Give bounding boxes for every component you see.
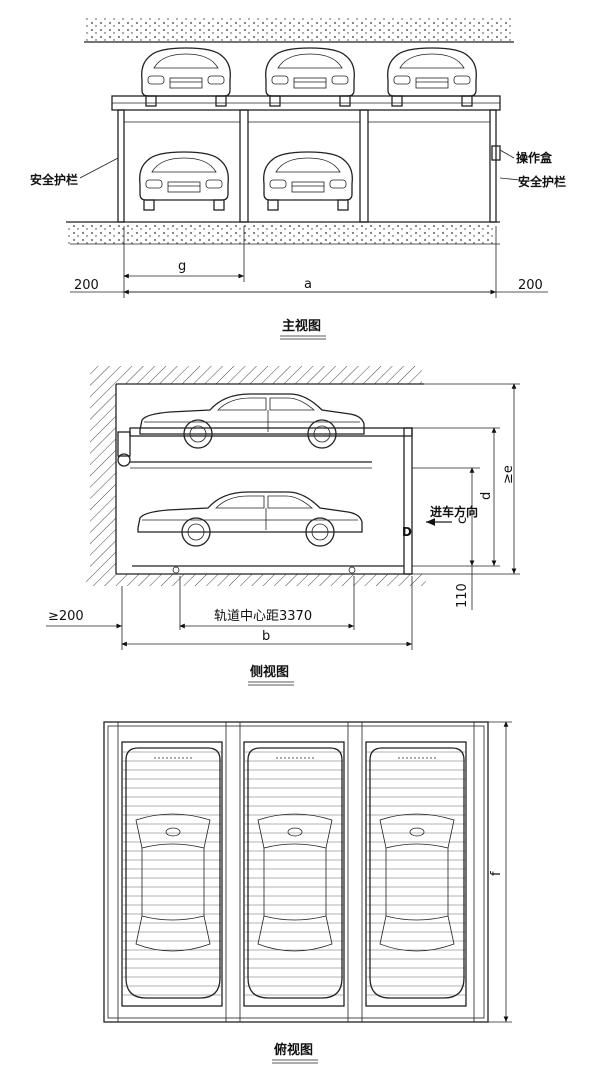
pallet-2 xyxy=(243,741,345,1007)
side-view-caption: 侧视图 xyxy=(250,664,289,680)
dim-min-left: ≥200 xyxy=(48,609,84,624)
ground-hatch xyxy=(66,222,496,244)
top-view xyxy=(103,721,512,1023)
lower-car-1 xyxy=(139,151,229,211)
dim-left-200: 200 xyxy=(74,278,99,293)
front-view-caption: 主视图 xyxy=(282,318,321,334)
top-car-3 xyxy=(369,747,465,999)
top-car-1 xyxy=(125,747,221,999)
dim-right-200: 200 xyxy=(518,278,543,293)
side-label-D: D xyxy=(402,525,412,539)
top-view-caption: 俯视图 xyxy=(274,1042,313,1058)
front-view xyxy=(66,18,548,298)
dim-d: d xyxy=(479,492,494,500)
side-upper-car xyxy=(139,393,365,449)
dim-f: f xyxy=(489,871,504,876)
dim-g: g xyxy=(178,259,186,274)
entry-direction-label: 进车方向 xyxy=(430,504,478,519)
control-box xyxy=(491,145,501,161)
dim-b: b xyxy=(262,629,270,644)
pallet-1 xyxy=(121,741,223,1007)
dim-e: ≥e xyxy=(501,465,516,484)
upper-car-1 xyxy=(141,47,231,107)
ceiling-hatch xyxy=(86,18,512,42)
upper-car-2 xyxy=(265,47,355,107)
upper-car-3 xyxy=(387,47,477,107)
guardrail-right-label: 安全护栏 xyxy=(518,174,566,189)
side-upper-platform xyxy=(129,427,413,437)
dim-track-spacing: 轨道中心距3370 xyxy=(214,609,312,624)
pallet-3 xyxy=(365,741,467,1007)
lower-car-2 xyxy=(263,151,353,211)
guardrail-left-label: 安全护栏 xyxy=(30,172,78,187)
control-box-label: 操作盒 xyxy=(516,150,553,165)
side-view xyxy=(46,366,520,650)
dim-110: 110 xyxy=(455,583,470,608)
top-car-2 xyxy=(247,747,343,999)
dim-a: a xyxy=(304,277,312,292)
dim-c: c xyxy=(455,517,470,524)
side-lower-car xyxy=(137,491,363,547)
